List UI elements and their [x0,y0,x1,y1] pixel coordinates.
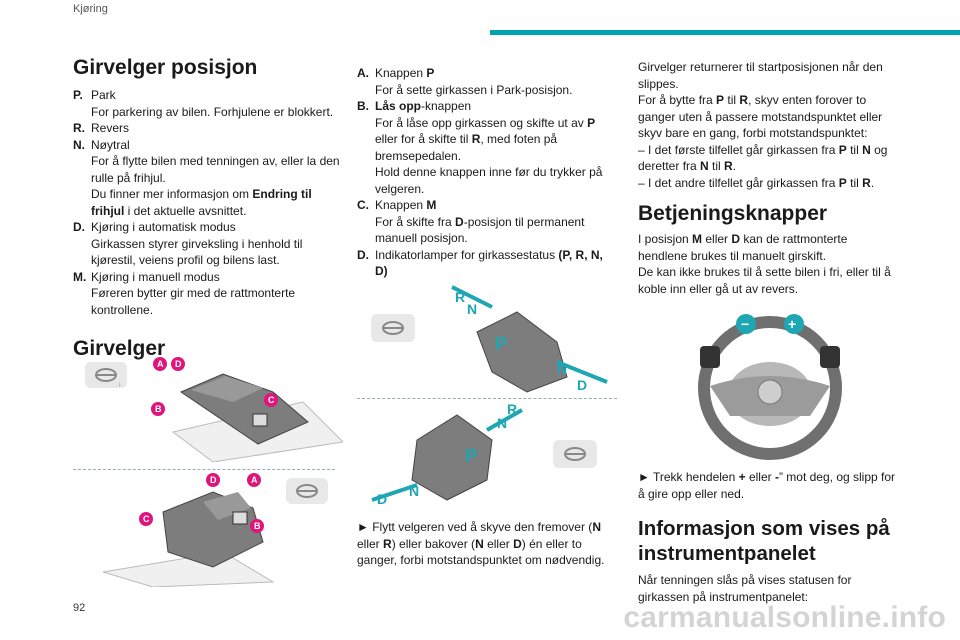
list-item-r: R. Revers [73,120,348,137]
case-1: – I det første tilfellet går girkassen f… [638,142,888,174]
svg-text:C: C [268,395,275,405]
plus-icon: + [788,316,796,332]
controls-text: I posisjon M eller D kan de rattmonterte… [638,232,848,263]
intro-text: Girvelger returnerer til startposisjonen… [638,60,883,91]
steering-wheel-icon: ↓ [85,362,127,388]
svg-text:D: D [175,359,182,369]
list-item-b: B. Lås opp-knappen For å låse opp girkas… [357,98,617,197]
svg-text:A: A [157,359,164,369]
divider [357,398,617,399]
svg-text:D: D [377,491,387,507]
item-desc: For å sette girkassen i Park-posisjon. [375,82,573,97]
shift-p-to-r: For å bytte fra P til R, skyv enten foro… [638,93,883,140]
item-key: R. [73,121,85,135]
svg-text:P: P [465,446,477,466]
item-desc: For å låse opp girkassen og skifte ut av… [375,115,596,163]
svg-text:N: N [497,415,507,431]
paddle-instruction: ► Trekk hendelen + eller -” mot deg, og … [638,470,896,501]
item-key: N. [73,137,85,152]
steering-wheel-paddles-illustration: − + [698,314,842,460]
item-desc: Girkassen styrer girveksling i henhold t… [91,236,303,268]
item-desc: For parkering av bilen. Forhjulene er bl… [91,104,334,119]
item-key: D. [73,220,85,234]
gear-letter-p: P [495,334,507,354]
item-label: Revers [91,121,130,135]
column-3: Girvelger returnerer til startposisjonen… [638,59,898,297]
gear-letter-n2: N [557,361,567,377]
item-label: Kjøring i manuell modus [91,269,220,284]
gear-letter-d: D [577,377,587,393]
item-label: Lås opp-knappen [375,99,472,113]
svg-text:A: A [251,475,258,485]
list-item-n: N. Nøytral For å flytte bilen med tennin… [73,137,348,220]
page-number: 92 [73,602,86,614]
section-title: Kjøring [73,3,108,15]
minus-icon: − [741,316,749,332]
item-note: Hold denne knappen inne før du trykker p… [375,165,603,196]
shift-instruction: ► Flytt velgeren ved å skyve den fremove… [357,520,605,567]
svg-text:B: B [155,404,162,414]
item-desc: For å skifte fra D-posisjon til permanen… [375,214,585,246]
item-label: Knappen M [375,198,437,212]
heading-betjeningsknapper: Betjeningsknapper [638,202,828,225]
item-desc: Føreren bytter gir med de rattmonterte k… [91,286,296,317]
item-key: C. [357,198,369,212]
svg-text:R: R [507,401,517,417]
shift-forward-illustration: R N P N D [371,285,608,393]
item-key: D. [357,247,369,262]
item-key: B. [357,99,369,113]
column-2: A. Knappen P For å sette girkassen i Par… [357,65,617,280]
info-text: Når tenningen slås på vises statusen for… [638,573,852,604]
gear-selector-illustration-bottom: D A C B [102,473,328,587]
header-accent-bar [490,30,960,35]
case-2: – I det andre tilfellet går girkassen fr… [638,175,875,190]
shift-backward-illustration: R N P N D [371,401,597,507]
item-label: Kjøring i automatisk modus [91,220,236,234]
steering-wheel-icon [286,478,328,504]
item-label: Park [91,88,116,102]
list-item-c: C. Knappen M For å skifte fra D-posisjon… [357,197,617,247]
svg-text:N: N [409,483,419,499]
item-key: A. [357,66,369,80]
controls-note: De kan ikke brukes til å sette bilen i f… [638,265,891,296]
item-label: Indikatorlamper for girkassestatus (P, R… [375,247,603,279]
link-endring-frihjul: Endring til frihjul [91,187,312,218]
divider [73,469,335,470]
gear-letter-r: R [455,289,465,305]
item-desc: For å flytte bilen med tenningen av, ell… [91,154,340,185]
page-header: Kjøring [0,0,960,40]
footer-watermark: carmanualsonline.info [623,601,946,634]
svg-text:B: B [254,521,261,531]
column-3-lower: ► Trekk hendelen + eller -” mot deg, og … [638,469,898,605]
steering-wheel-icon [371,314,415,342]
list-item-a: A. Knappen P For å sette girkassen i Par… [357,65,617,98]
heading-girvelger-posisjon: Girvelger posisjon [73,56,258,79]
steering-wheel-icon [553,440,597,468]
svg-text:↓: ↓ [118,381,122,388]
gear-selector-illustration-top: ↓ A D B C [85,357,343,462]
svg-text:C: C [143,514,150,524]
item-extra: Du finner mer informasjon om Endring til… [91,187,312,218]
item-label: Knappen P [375,66,435,80]
item-label: Nøytral [91,137,130,152]
heading-girvelger: Girvelger [73,337,166,360]
item-key: M. [73,269,87,284]
gear-letter-n: N [467,301,477,317]
item-key: P. [73,88,83,102]
svg-text:D: D [210,475,217,485]
list-item-d2: D. Indikatorlamper for girkassestatus (P… [357,247,617,280]
